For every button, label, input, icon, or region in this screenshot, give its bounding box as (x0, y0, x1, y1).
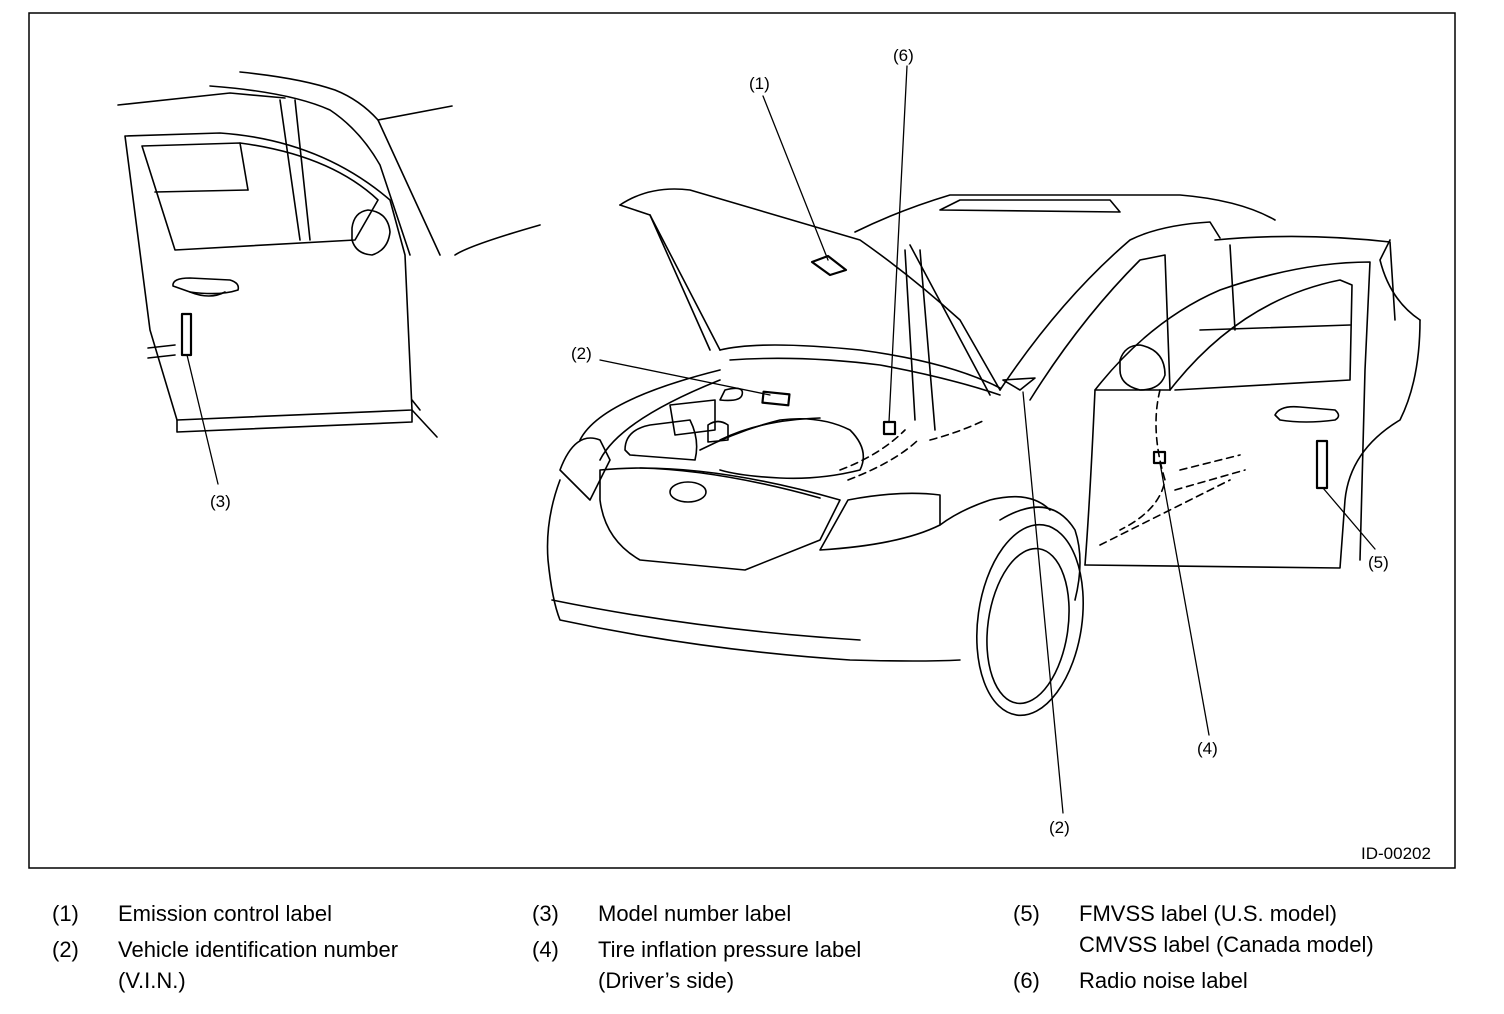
legend-text: Tire inflation pressure label (Driver’s … (598, 934, 861, 996)
leader-lines (599, 65, 1376, 814)
legend-line: (V.I.N.) (118, 968, 186, 993)
legend-text: Emission control label (118, 898, 332, 929)
callout-6: (6) (893, 46, 914, 65)
figure-id: ID-00202 (1361, 844, 1431, 863)
legend-line: (Driver’s side) (598, 968, 735, 993)
label-location-diagram: (1) (6) (2) (3) (5) (4) (2) ID-00202 (28, 12, 1456, 869)
legend-text: Vehicle identification number (V.I.N.) (118, 934, 398, 996)
legend-number: (1) (52, 901, 79, 926)
legend-number: (4) (532, 937, 559, 962)
callout-3: (3) (210, 492, 231, 511)
legend-line: CMVSS label (Canada model) (1079, 932, 1374, 957)
legend-text: Radio noise label (1079, 965, 1248, 996)
legend-text: Model number label (598, 898, 791, 929)
vehicle-drawing (546, 188, 1421, 717)
legend-number: (3) (532, 901, 559, 926)
legend-line: Radio noise label (1079, 968, 1248, 993)
legend-line: Tire inflation pressure label (598, 937, 862, 962)
callout-2-hood: (2) (571, 344, 592, 363)
legend-number: (6) (1013, 968, 1040, 993)
figure-frame (28, 12, 1456, 869)
legend-line: FMVSS label (U.S. model) (1079, 901, 1337, 926)
legend: (1) Emission control label (2) Vehicle i… (0, 898, 1504, 1008)
legend-line: Model number label (598, 901, 792, 926)
legend-line: Emission control label (118, 901, 332, 926)
legend-line: Vehicle identification number (118, 937, 399, 962)
legend-number: (2) (52, 937, 79, 962)
legend-text: FMVSS label (U.S. model) CMVSS label (Ca… (1079, 898, 1374, 960)
callout-4: (4) (1197, 739, 1218, 758)
callout-1: (1) (749, 74, 770, 93)
callout-5: (5) (1368, 553, 1389, 572)
legend-number: (5) (1013, 901, 1040, 926)
door-detail-drawing (117, 71, 541, 485)
callout-2-body: (2) (1049, 818, 1070, 837)
